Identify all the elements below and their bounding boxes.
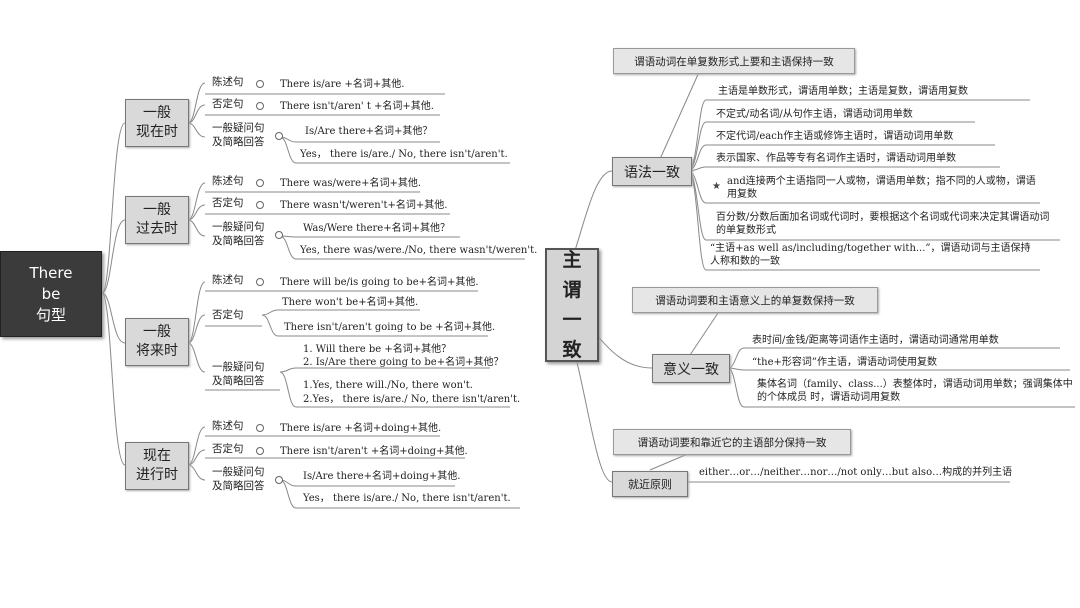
pattern-text: Yes, there was/were./No, there wasn't/we… <box>300 245 538 256</box>
tense-label: 过去时 <box>136 221 178 237</box>
branch-label-negative: 否定句 <box>212 98 244 110</box>
pattern-text: There isn't/aren't going to be +名词+其他. <box>284 322 496 333</box>
tense-simple-future: 一般 将来时 <box>125 318 189 366</box>
tense-label: 进行时 <box>136 467 178 483</box>
root-label-line1: There <box>29 263 73 282</box>
branch-label-question: 一般疑问句 <box>212 221 265 233</box>
center-char: 致 <box>562 339 582 361</box>
pattern-text: There isn't/aren' t +名词+其他. <box>280 101 434 112</box>
circle-marker-icon <box>256 179 264 187</box>
rule-item: “the+形容词”作主语，谓语动词使用复数 <box>752 357 937 368</box>
center-char: 主 <box>562 249 582 271</box>
center-char: 谓 <box>562 279 582 301</box>
pattern-text: 2.Yes， there is/are./ No, there isn't/ar… <box>303 394 521 405</box>
branch-label-declarative: 陈述句 <box>212 274 244 286</box>
branch-label-negative: 否定句 <box>212 443 244 455</box>
pattern-text: There was/were+名词+其他. <box>280 178 422 189</box>
rule-item: “主语+as well as/including/together with..… <box>710 243 1031 267</box>
circle-marker-icon <box>256 102 264 110</box>
rule-item: 不定代词/each作主语或修饰主语时，谓语动词用单数 <box>716 131 954 142</box>
rule-item: 集体名词（family、class...）表整体时，谓语动词用单数；强调集体中的… <box>757 379 1073 403</box>
branch-label-question: 一般疑问句 <box>212 122 265 134</box>
pattern-text: Is/Are there+名词+doing+其他. <box>303 471 461 482</box>
rule-item: 不定式/动名词/从句作主语，谓语动词用单数 <box>716 109 913 120</box>
root-label-line2: be <box>41 284 61 303</box>
tense-label: 将来时 <box>136 343 178 359</box>
branch-label-question: 及简略回答 <box>212 136 265 148</box>
branch-label-question: 及简略回答 <box>212 235 265 247</box>
root-node-there-be: There be 句型 <box>0 251 102 337</box>
tense-simple-present: 一般 现在时 <box>125 99 189 147</box>
branch-label-declarative: 陈述句 <box>212 76 244 88</box>
branch-label-negative: 否定句 <box>212 309 244 321</box>
star-icon: ★ <box>712 181 721 192</box>
branch-label-question: 一般疑问句 <box>212 361 265 373</box>
branch-label-question: 及简略回答 <box>212 375 265 387</box>
pattern-text: There will be/is going to be+名词+其他. <box>280 277 479 288</box>
circle-marker-icon <box>256 80 264 88</box>
circle-marker-icon <box>275 231 283 239</box>
root-label-line3: 句型 <box>35 305 66 324</box>
pattern-text: There wasn't/weren't+名词+其他. <box>280 200 448 211</box>
branch-label-question: 一般疑问句 <box>212 466 265 478</box>
tense-simple-past: 一般 过去时 <box>125 196 189 244</box>
group-grammar-agreement: 语法一致 <box>612 157 692 186</box>
pattern-text: Was/Were there+名词+其他？ <box>303 223 450 234</box>
circle-marker-icon <box>256 447 264 455</box>
center-node-subject-verb-agreement: 主 谓 一 致 <box>545 248 599 362</box>
rule-item: either…or…/neither…nor…/not only…but als… <box>699 467 1013 478</box>
tense-label: 现在时 <box>136 124 178 140</box>
pattern-text: There won't be+名词+其他. <box>282 297 419 308</box>
pattern-text: 1. Will there be +名词+其他？ <box>303 344 452 355</box>
rule-item: 表时间/金钱/距离等词语作主语时，谓语动词通常用单数 <box>752 335 999 346</box>
pattern-text: Yes， there is/are./ No, there isn't/aren… <box>303 493 511 504</box>
pattern-text: There is/are +名词+doing+其他. <box>280 423 442 434</box>
note-proximity: 谓语动词要和靠近它的主语部分保持一致 <box>613 429 851 455</box>
circle-marker-icon <box>275 476 283 484</box>
pattern-text: There is/are +名词+其他. <box>280 79 405 90</box>
tense-label: 一般 <box>143 202 171 218</box>
circle-marker-icon <box>256 278 264 286</box>
pattern-text: Is/Are there+名词+其他？ <box>305 126 433 137</box>
pattern-text: Yes， there is/are./ No, there isn't/aren… <box>300 149 508 160</box>
group-meaning-agreement: 意义一致 <box>652 354 730 383</box>
rule-item: and连接两个主语指同一人或物，谓语用单数；指不同的人或物，谓语用复数 <box>727 176 1036 200</box>
circle-marker-icon <box>275 132 283 140</box>
tense-label: 一般 <box>143 324 171 340</box>
note-meaning: 谓语动词要和主语意义上的单复数保持一致 <box>632 287 878 313</box>
rule-item: 主语是单数形式，谓语用单数；主语是复数，谓语用复数 <box>718 86 968 97</box>
pattern-text: There isn't/aren't +名词+doing+其他. <box>280 446 468 457</box>
tense-present-continuous: 现在 进行时 <box>125 442 189 490</box>
tense-label: 一般 <box>143 105 171 121</box>
branch-label-declarative: 陈述句 <box>212 175 244 187</box>
group-proximity-principle: 就近原则 <box>612 471 688 497</box>
tense-label: 现在 <box>143 448 171 464</box>
pattern-text: 1.Yes, there will./No, there won't. <box>303 380 473 391</box>
circle-marker-icon <box>256 201 264 209</box>
circle-marker-icon <box>256 424 264 432</box>
rule-item: 表示国家、作品等专有名词作主语时，谓语动词用单数 <box>716 153 956 164</box>
branch-label-question: 及简略回答 <box>212 480 265 492</box>
note-grammar: 谓语动词在单复数形式上要和主语保持一致 <box>613 48 855 74</box>
branch-label-declarative: 陈述句 <box>212 420 244 432</box>
rule-item: 百分数/分数后面加名词或代词时，要根据这个名词或代词来决定其谓语动词的单复数形式 <box>716 212 1050 236</box>
pattern-text: 2. Is/Are there going to be+名词+其他？ <box>303 357 504 368</box>
center-char: 一 <box>562 309 582 331</box>
branch-label-negative: 否定句 <box>212 197 244 209</box>
